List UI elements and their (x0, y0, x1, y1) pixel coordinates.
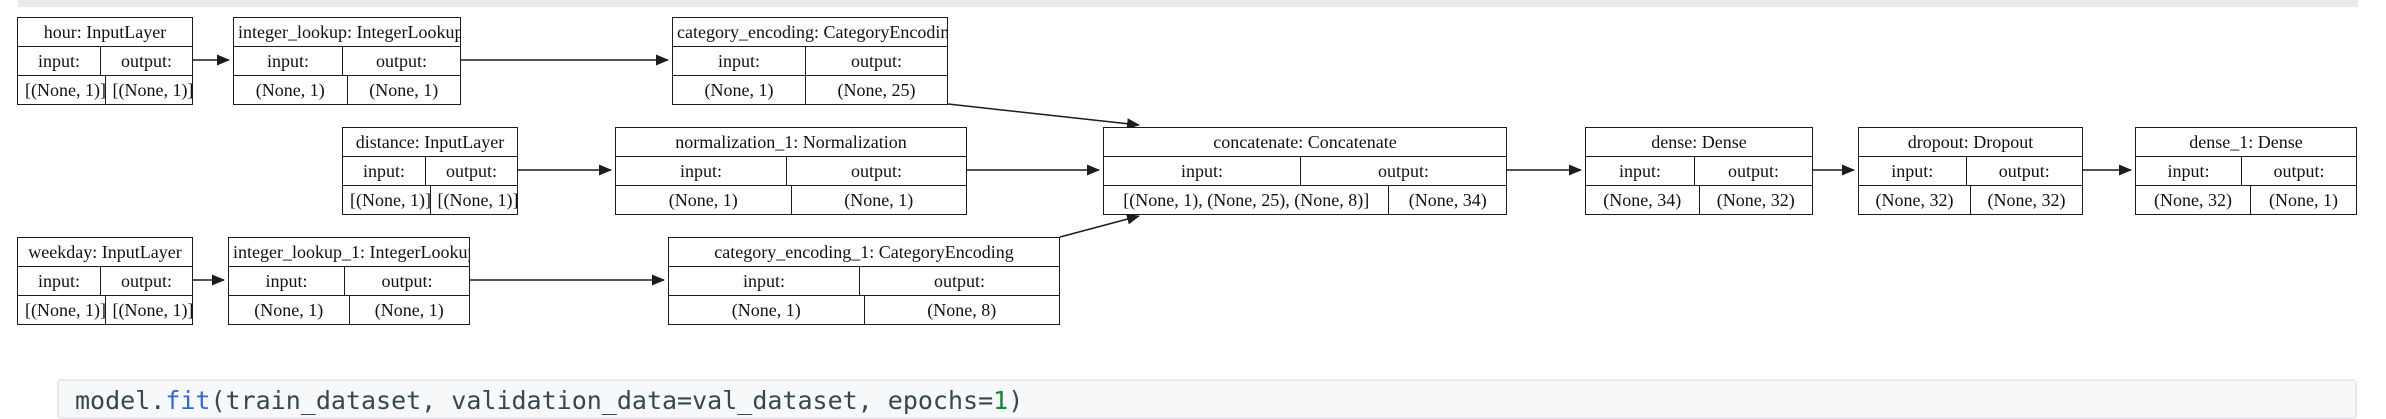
node-title: concatenate: Concatenate (1104, 128, 1506, 157)
output-label: output: (381, 271, 433, 291)
node-title: integer_lookup: IntegerLookup (234, 18, 460, 47)
node-integer_lookup: integer_lookup: IntegerLookup input: out… (233, 17, 461, 105)
output-shape: (None, 32) (1987, 190, 2066, 210)
output-shape: (None, 25) (837, 80, 916, 100)
input-shape: (None, 1) (234, 76, 348, 104)
edge-category_encoding_1-concatenate (1059, 213, 1140, 238)
input-label: input: (1586, 157, 1695, 185)
input-shape: [(None, 1), (None, 25), (None, 8)] (1104, 186, 1390, 214)
output-label: output: (120, 51, 172, 71)
output-shape: [(None, 1)] (112, 80, 193, 100)
output-label: output: (850, 51, 902, 71)
input-label: input: (18, 47, 101, 75)
input-shape: [(None, 1)] (18, 76, 106, 104)
output-shape: (None, 34) (1408, 190, 1487, 210)
input-shape: (None, 1) (669, 296, 865, 324)
node-category_encoding: category_encoding: CategoryEncoding inpu… (672, 17, 948, 105)
code-token-function: fit (165, 386, 211, 415)
input-shape: (None, 32) (1859, 186, 1971, 214)
input-label: input: (18, 267, 101, 295)
node-title: hour: InputLayer (18, 18, 192, 47)
input-shape: (None, 1) (229, 296, 350, 324)
top-divider-strip (18, 0, 2358, 7)
output-shape: (None, 1) (844, 190, 914, 210)
input-shape: [(None, 1)] (343, 186, 431, 214)
node-hour: hour: InputLayer input: output: [(None, … (17, 17, 193, 105)
node-integer_lookup_1: integer_lookup_1: IntegerLookup input: o… (228, 237, 470, 325)
output-shape: (None, 1) (369, 80, 439, 100)
node-title: weekday: InputLayer (18, 238, 192, 267)
input-label: input: (234, 47, 343, 75)
node-title: dense_1: Dense (2136, 128, 2356, 157)
code-token: ) (1008, 386, 1024, 415)
output-label: output: (2273, 161, 2325, 181)
node-dropout: dropout: Dropout input: output: (None, 3… (1858, 127, 2083, 215)
output-label: output: (120, 271, 172, 291)
input-shape: (None, 1) (673, 76, 806, 104)
output-shape: [(None, 1)] (112, 300, 193, 320)
node-title: dropout: Dropout (1859, 128, 2082, 157)
output-label: output: (1998, 161, 2050, 181)
code-line: model.fit(train_dataset, validation_data… (59, 381, 2355, 416)
output-label: output: (933, 271, 985, 291)
node-category_encoding_1: category_encoding_1: CategoryEncoding in… (668, 237, 1060, 325)
node-title: category_encoding_1: CategoryEncoding (669, 238, 1059, 267)
input-label: input: (343, 157, 426, 185)
input-label: input: (1104, 157, 1301, 185)
node-weekday: weekday: InputLayer input: output: [(Non… (17, 237, 193, 325)
code-cell[interactable]: model.fit(train_dataset, validation_data… (57, 379, 2357, 419)
node-normalization_1: normalization_1: Normalization input: ou… (615, 127, 967, 215)
node-title: category_encoding: CategoryEncoding (673, 18, 947, 47)
code-token-number: 1 (993, 386, 1009, 415)
code-token: (train_dataset, validation_data=val_data… (210, 386, 994, 415)
input-shape: (None, 32) (2136, 186, 2251, 214)
node-title: integer_lookup_1: IntegerLookup (229, 238, 469, 267)
node-dense: dense: Dense input: output: (None, 34) (… (1585, 127, 1813, 215)
input-shape: (None, 1) (616, 186, 792, 214)
output-shape: (None, 8) (927, 300, 997, 320)
node-title: normalization_1: Normalization (616, 128, 966, 157)
input-label: input: (229, 267, 345, 295)
node-dense_1: dense_1: Dense input: output: (None, 32)… (2135, 127, 2357, 215)
node-title: dense: Dense (1586, 128, 1812, 157)
edge-category_encoding-concatenate (947, 103, 1140, 130)
code-token: model. (75, 386, 166, 415)
node-concatenate: concatenate: Concatenate input: output: … (1103, 127, 1507, 215)
output-shape: [(None, 1)] (437, 190, 518, 210)
input-shape: [(None, 1)] (18, 296, 106, 324)
model-plot-image: hour: InputLayer input: output: [(None, … (17, 17, 2357, 325)
node-distance: distance: InputLayer input: output: [(No… (342, 127, 518, 215)
input-shape: (None, 34) (1586, 186, 1700, 214)
output-label: output: (1727, 161, 1779, 181)
output-label: output: (1377, 161, 1429, 181)
output-label: output: (445, 161, 497, 181)
output-shape: (None, 1) (2269, 190, 2338, 210)
input-label: input: (1859, 157, 1967, 185)
node-title: distance: InputLayer (343, 128, 517, 157)
output-shape: (None, 32) (1716, 190, 1795, 210)
input-label: input: (616, 157, 787, 185)
output-shape: (None, 1) (374, 300, 444, 320)
output-label: output: (375, 51, 427, 71)
input-label: input: (673, 47, 806, 75)
input-label: input: (669, 267, 860, 295)
input-label: input: (2136, 157, 2242, 185)
output-label: output: (850, 161, 902, 181)
